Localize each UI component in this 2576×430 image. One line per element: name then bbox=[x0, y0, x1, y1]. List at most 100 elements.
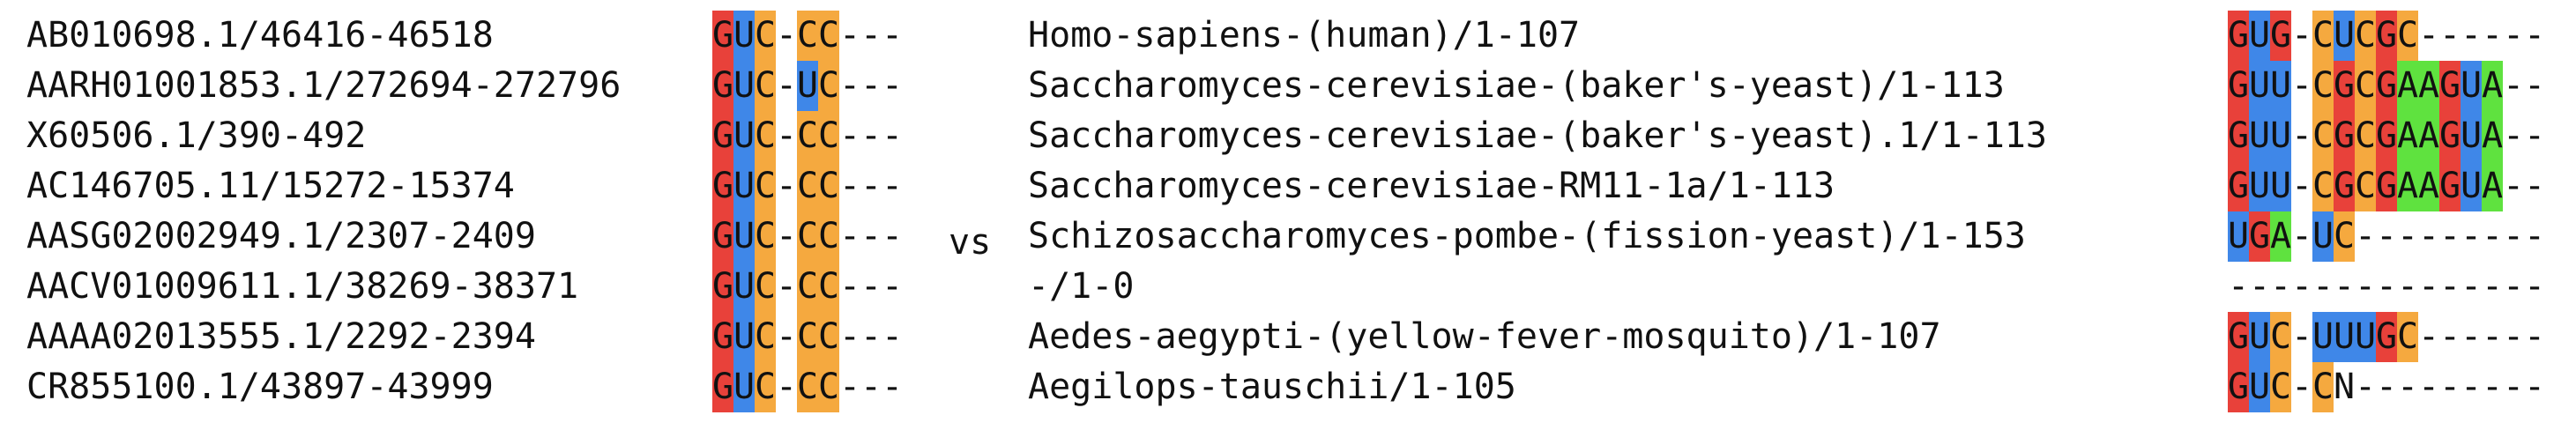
nucleotide-cell: U bbox=[2270, 161, 2291, 211]
nucleotide-cell: U bbox=[733, 61, 755, 111]
nucleotide-cell: U bbox=[733, 11, 755, 61]
nucleotide-cell: C bbox=[2312, 61, 2334, 111]
nucleotide-cell: - bbox=[839, 316, 861, 357]
nucleotide-cell: C bbox=[755, 211, 776, 262]
nucleotide-cell: C bbox=[755, 262, 776, 312]
nucleotide-cell: - bbox=[882, 367, 904, 407]
nucleotide-cell: - bbox=[882, 166, 904, 206]
nucleotide-cell: - bbox=[2291, 216, 2313, 256]
left-label-row: AACV01009611.1/38269-38371 bbox=[26, 266, 579, 307]
nucleotide-cell: G bbox=[712, 61, 733, 111]
right-sequence-row: --------------- bbox=[2228, 262, 2545, 312]
nucleotide-cell: - bbox=[2524, 115, 2546, 156]
nucleotide-cell: G bbox=[2228, 61, 2249, 111]
nucleotide-cell: U bbox=[2461, 61, 2482, 111]
nucleotide-cell: C bbox=[2270, 312, 2291, 362]
nucleotide-cell: - bbox=[2397, 367, 2419, 407]
nucleotide-cell: - bbox=[2355, 216, 2377, 256]
nucleotide-cell: C bbox=[797, 312, 818, 362]
nucleotide-cell: C bbox=[2334, 211, 2355, 262]
nucleotide-cell: - bbox=[860, 316, 882, 357]
nucleotide-cell: C bbox=[818, 262, 839, 312]
nucleotide-cell: - bbox=[2461, 266, 2483, 307]
nucleotide-cell: - bbox=[839, 266, 861, 307]
nucleotide-cell: U bbox=[2355, 312, 2376, 362]
nucleotide-cell: - bbox=[2482, 316, 2504, 357]
nucleotide-cell: - bbox=[776, 216, 798, 256]
nucleotide-cell: - bbox=[2524, 65, 2546, 106]
nucleotide-cell: C bbox=[818, 362, 839, 412]
nucleotide-cell: C bbox=[818, 161, 839, 211]
nucleotide-cell: C bbox=[2312, 11, 2334, 61]
nucleotide-cell: U bbox=[2270, 61, 2291, 111]
nucleotide-cell: - bbox=[2291, 115, 2313, 156]
nucleotide-cell: A bbox=[2397, 61, 2418, 111]
nucleotide-cell: C bbox=[755, 11, 776, 61]
nucleotide-cell: - bbox=[839, 65, 861, 106]
nucleotide-cell: G bbox=[2228, 11, 2249, 61]
nucleotide-cell: C bbox=[755, 111, 776, 161]
nucleotide-cell: - bbox=[2482, 216, 2504, 256]
nucleotide-cell: G bbox=[2270, 11, 2291, 61]
nucleotide-cell: - bbox=[882, 115, 904, 156]
nucleotide-cell: G bbox=[2439, 161, 2461, 211]
nucleotide-cell: U bbox=[2249, 312, 2270, 362]
nucleotide-cell: - bbox=[2503, 166, 2525, 206]
nucleotide-cell: - bbox=[2418, 266, 2440, 307]
nucleotide-cell: - bbox=[2291, 15, 2313, 56]
nucleotide-cell: G bbox=[2376, 111, 2397, 161]
nucleotide-cell: - bbox=[2270, 266, 2292, 307]
nucleotide-cell: - bbox=[776, 316, 798, 357]
nucleotide-cell: C bbox=[797, 161, 818, 211]
nucleotide-cell: - bbox=[2397, 216, 2419, 256]
nucleotide-cell: C bbox=[2312, 362, 2334, 412]
nucleotide-cell: C bbox=[2270, 362, 2291, 412]
nucleotide-cell: - bbox=[2461, 216, 2483, 256]
nucleotide-cell: U bbox=[2249, 161, 2270, 211]
nucleotide-cell: U bbox=[2461, 161, 2482, 211]
nucleotide-cell: - bbox=[776, 115, 798, 156]
nucleotide-cell: - bbox=[2524, 316, 2546, 357]
nucleotide-cell: A bbox=[2418, 111, 2439, 161]
nucleotide-cell: A bbox=[2397, 111, 2418, 161]
nucleotide-cell: - bbox=[2228, 266, 2250, 307]
nucleotide-cell: - bbox=[882, 15, 904, 56]
nucleotide-cell: C bbox=[2397, 312, 2418, 362]
nucleotide-cell: U bbox=[733, 312, 755, 362]
nucleotide-cell: - bbox=[2439, 367, 2461, 407]
nucleotide-cell: - bbox=[2291, 65, 2313, 106]
nucleotide-cell: - bbox=[2355, 367, 2377, 407]
left-label-row: AC146705.11/15272-15374 bbox=[26, 166, 515, 206]
nucleotide-cell: G bbox=[2334, 111, 2355, 161]
right-label-row: Schizosaccharomyces-pombe-(fission-yeast… bbox=[1028, 216, 2026, 256]
nucleotide-cell: - bbox=[2503, 266, 2525, 307]
nucleotide-cell: - bbox=[2439, 316, 2461, 357]
nucleotide-cell: U bbox=[2334, 312, 2355, 362]
nucleotide-cell: C bbox=[755, 312, 776, 362]
nucleotide-cell: C bbox=[797, 362, 818, 412]
nucleotide-cell: U bbox=[2334, 11, 2355, 61]
right-label-row: Saccharomyces-cerevisiae-RM11-1a/1-113 bbox=[1028, 166, 1835, 206]
nucleotide-cell: C bbox=[755, 161, 776, 211]
nucleotide-cell: - bbox=[2503, 65, 2525, 106]
nucleotide-cell: - bbox=[2291, 166, 2313, 206]
nucleotide-cell: A bbox=[2418, 61, 2439, 111]
nucleotide-cell: U bbox=[733, 362, 755, 412]
nucleotide-cell: - bbox=[776, 15, 798, 56]
nucleotide-cell: - bbox=[2461, 316, 2483, 357]
nucleotide-cell: - bbox=[2503, 216, 2525, 256]
nucleotide-cell: - bbox=[2376, 367, 2398, 407]
nucleotide-cell: U bbox=[2249, 362, 2270, 412]
nucleotide-cell: - bbox=[776, 65, 798, 106]
nucleotide-cell: - bbox=[2418, 367, 2440, 407]
nucleotide-cell: - bbox=[2524, 15, 2546, 56]
nucleotide-cell: U bbox=[797, 61, 818, 111]
nucleotide-cell: G bbox=[2228, 161, 2249, 211]
